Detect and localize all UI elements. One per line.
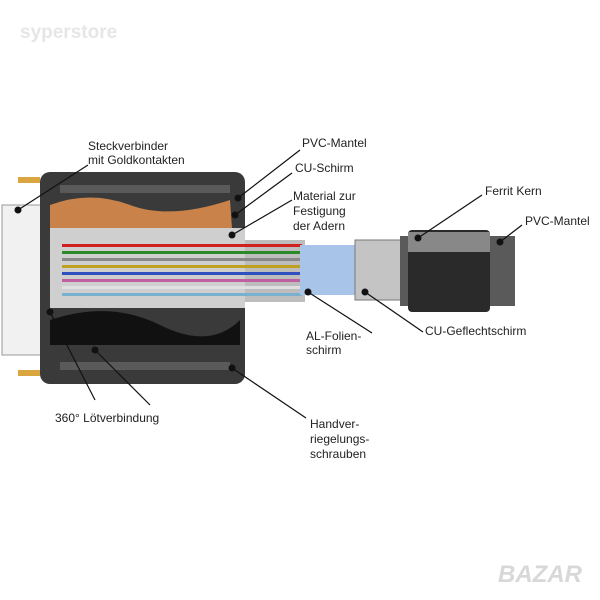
label-ferrit: Ferrit Kern xyxy=(485,184,542,198)
ferrite-highlight xyxy=(408,232,490,252)
label-solder: 360° Lötverbindung xyxy=(55,411,159,425)
label-pvc-mantel-1: PVC-Mantel xyxy=(302,136,367,150)
wire xyxy=(62,251,302,254)
connector-plate xyxy=(1,204,47,356)
gold-pin-top xyxy=(18,177,40,183)
bazar-logo: BAZAR xyxy=(498,561,583,588)
wire xyxy=(62,272,302,275)
wire-bundle xyxy=(62,244,302,296)
wire xyxy=(62,244,302,247)
cable-core xyxy=(245,240,305,302)
solder-fill xyxy=(50,311,240,345)
leader-lines xyxy=(14,149,523,419)
al-foil-shield xyxy=(300,245,360,295)
wire xyxy=(62,293,302,296)
label-cu-braid: CU-Geflechtschirm xyxy=(425,324,526,338)
label-al-foil: AL-Folien-schirm xyxy=(306,329,361,357)
wire xyxy=(62,279,302,282)
wire xyxy=(62,265,302,268)
copper-filling xyxy=(50,197,232,228)
body-highlight xyxy=(60,185,230,193)
wire xyxy=(62,286,302,289)
gold-pin-bottom xyxy=(18,370,40,376)
wire xyxy=(62,258,302,261)
watermark: syperstore xyxy=(20,22,117,43)
label-cu-schirm: CU-Schirm xyxy=(295,161,354,175)
label-screws: Handver-riegelungs-schrauben xyxy=(310,417,369,461)
body-highlight xyxy=(60,362,230,370)
label-pvc-mantel-2: PVC-Mantel xyxy=(525,214,590,228)
